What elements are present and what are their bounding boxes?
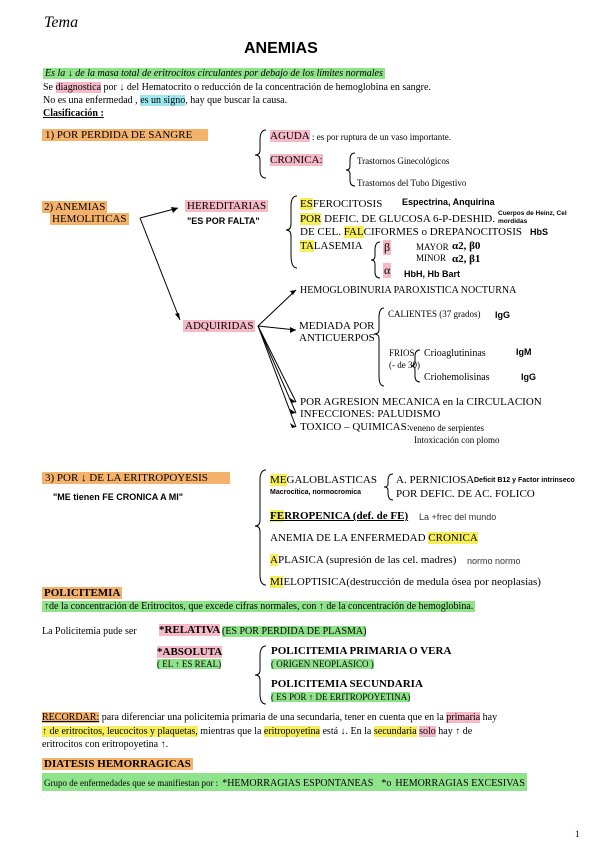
tema-label: Tema xyxy=(44,14,79,31)
section-3-label: 3) POR ↓ DE LA ERITROPOYESIS xyxy=(42,472,230,484)
ferropenica-note: La +frec del mundo xyxy=(419,512,497,522)
recordar-line-3: eritrocitos con eritropoyetina ↑. xyxy=(42,739,169,750)
igg-note-2: IgG xyxy=(521,372,536,382)
policitemia-secundaria: POLICITEMIA SECUNDARIA xyxy=(271,678,423,690)
recordar-line-1: RECORDAR: para diferenciar una policitem… xyxy=(42,712,498,723)
perniciosa-note: Deficit B12 y Factor intrinseco xyxy=(474,477,575,484)
toxico-item-2: Intoxicación con plomo xyxy=(414,435,500,445)
hpn: HEMOGLOBINURIA PAROXISTICA NOCTURNA xyxy=(300,285,517,296)
anemia-perniciosa: A. PERNICIOSA xyxy=(396,474,475,486)
secundaria-sub: ( ES POR ↑ DE ERITROPOYETINA) xyxy=(271,692,411,702)
primaria-sub: ( ORIGEN NEOPLASICO ) xyxy=(271,659,374,669)
esferocitosis-note: Espectrina, Anquirina xyxy=(402,197,495,207)
clasificacion-label: Clasificación : xyxy=(43,108,104,119)
igm-note: IgM xyxy=(516,347,532,357)
calientes-label: CALIENTES (37 grados) xyxy=(388,309,481,319)
section-2-label-1: 2) ANEMIAS xyxy=(42,201,108,213)
toxico-label: TOXICO – QUIMICAS: xyxy=(300,421,410,433)
intro-line-2: Se diagnostica por ↓ del Hematocrito o r… xyxy=(43,82,431,93)
aguda-desc: : es por ruptura de un vaso importante. xyxy=(312,132,451,142)
cronica-item-1: Trastornos Ginecológicos xyxy=(357,156,450,166)
absoluta-sub: ( EL ↑ ES REAL) xyxy=(157,659,222,669)
intro-line-3: No es una enfermedad , es un signo, hay … xyxy=(43,95,288,106)
hereditarias-label: HEREDITARIAS xyxy=(185,200,269,212)
ferropenica: FERROPENICA (def. de FE) xyxy=(270,510,409,522)
minor-label: MINOR xyxy=(416,253,447,263)
diatesis-line: Grupo de enfermedades que se manifiestan… xyxy=(42,773,527,791)
beta-symbol: β xyxy=(383,240,392,255)
falciformes: DE CEL. FALCIFORMES o DREPANOCITOSIS xyxy=(300,226,522,238)
aplasica: APLASICA (supresión de las cel. madres) xyxy=(270,554,457,566)
frios-temp: (- de 30) xyxy=(389,360,420,370)
criohemolisinas: Criohemolisinas xyxy=(424,372,490,383)
policitemia-definition: ↑de la concentración de Eritrocitos, que… xyxy=(42,601,476,612)
igg-note-1: IgG xyxy=(495,310,510,320)
page-number: 1 xyxy=(575,829,580,839)
frios-label: FRIOS xyxy=(389,348,415,358)
megaloblasticas: MEGALOBLASTICAS xyxy=(270,474,377,486)
es-por-falta-note: "ES POR FALTA" xyxy=(187,216,260,226)
section-3-quote: "ME tienen FE CRONICA A MI" xyxy=(53,492,184,502)
infecciones: INFECCIONES: PALUDISMO xyxy=(300,408,441,420)
aguda-label: AGUDA xyxy=(270,130,310,142)
definition: Es la ↓ de la masa total de eritrocitos … xyxy=(43,68,385,79)
megalo-sub: Macrocítica, normocromica xyxy=(270,489,362,496)
mayor-genes: α2, β0 xyxy=(452,240,481,252)
relativa-label: *RELATIVA xyxy=(159,624,221,636)
minor-genes: α2, β1 xyxy=(452,253,481,265)
mediada-line-2: ANTICUERPOS xyxy=(299,332,375,344)
absoluta-label: *ABSOLUTA xyxy=(157,646,223,658)
diatesis-title: DIATESIS HEMORRAGICAS xyxy=(42,758,193,770)
adquiridas-label: ADQUIRIDAS xyxy=(183,320,256,332)
anemia-enfermedad-cronica: ANEMIA DE LA ENFERMEDAD CRONICA xyxy=(270,532,478,544)
recordar-line-2: ↑ de eritrocitos, leucocitos y plaquetas… xyxy=(42,726,473,737)
deficit-g6pd: POR DEFIC. DE GLUCOSA 6-P-DESHID. xyxy=(300,213,495,225)
hbs-note: HbS xyxy=(530,227,548,237)
relativa-desc: (ES POR PERDIDA DE PLASMA) xyxy=(222,626,367,637)
mediada-line-1: MEDIADA POR xyxy=(299,320,375,332)
page-title: ANEMIAS xyxy=(244,40,318,57)
crioaglutininas: Crioaglutininas xyxy=(424,348,486,359)
cronica-item-2: Trastornos del Tubo Digestivo xyxy=(357,178,467,188)
policitemia-primaria: POLICITEMIA PRIMARIA O VERA xyxy=(271,645,452,657)
cronica-label: CRONICA: xyxy=(270,154,323,166)
policitemia-puede-ser: La Policitemia pude ser xyxy=(42,626,137,637)
agresion-mecanica: POR AGRESION MECANICA en la CIRCULACION xyxy=(300,396,542,408)
mieloptisica: MIELOPTISICA(destrucción de medula ósea … xyxy=(270,576,541,588)
toxico-item-1: veneno de serpientes xyxy=(409,423,484,433)
policitemia-title: POLICITEMIA xyxy=(42,587,123,599)
section-2-label-2: HEMOLITICAS xyxy=(50,213,129,225)
section-1-label: 1) POR PERDIDA DE SANGRE xyxy=(42,129,208,141)
aplasica-note: normo normo xyxy=(467,556,521,566)
alpha-symbol: α xyxy=(383,263,392,278)
ac-folico: POR DEFIC. DE AC. FOLICO xyxy=(396,488,535,500)
esferocitosis: ESFEROCITOSIS xyxy=(300,198,383,210)
hbh-note: HbH, Hb Bart xyxy=(404,269,460,279)
mayor-label: MAYOR xyxy=(416,242,449,252)
talasemia: TALASEMIA xyxy=(300,240,363,252)
